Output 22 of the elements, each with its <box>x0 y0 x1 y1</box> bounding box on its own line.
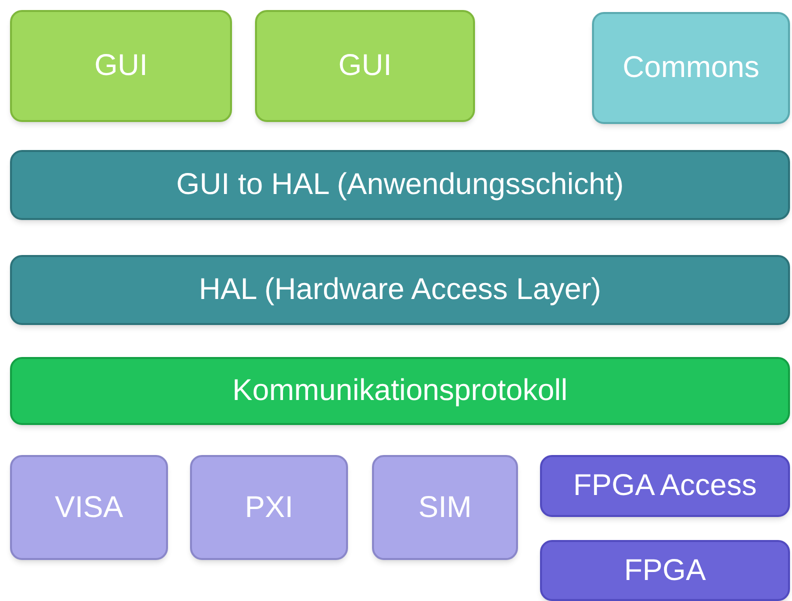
layer-box <box>372 455 518 560</box>
layer-label: Kommunikationsprotokoll <box>232 373 568 410</box>
layer-label: GUI to HAL (Anwendungsschicht) <box>176 167 624 204</box>
layer-label: SIM <box>418 490 472 526</box>
layer-box <box>540 540 790 601</box>
layer-label: VISA <box>54 490 124 526</box>
layer-label: GUI <box>338 48 392 84</box>
layer-label: GUI <box>94 48 148 84</box>
layer-box <box>10 357 790 425</box>
layer-box <box>540 455 790 517</box>
layer-box <box>10 10 232 122</box>
layer-box <box>10 255 790 325</box>
layer-box <box>10 455 168 560</box>
layer-label: HAL (Hardware Access Layer) <box>198 272 602 308</box>
layer-box <box>255 10 475 122</box>
layer-box <box>592 12 790 124</box>
layer-label: Commons <box>622 50 760 86</box>
layer-label: FPGA <box>624 552 706 589</box>
layer-label: FPGA Access <box>573 468 757 504</box>
layer-box <box>10 150 790 220</box>
layer-box <box>190 455 348 560</box>
layer-label: PXI <box>244 490 294 526</box>
